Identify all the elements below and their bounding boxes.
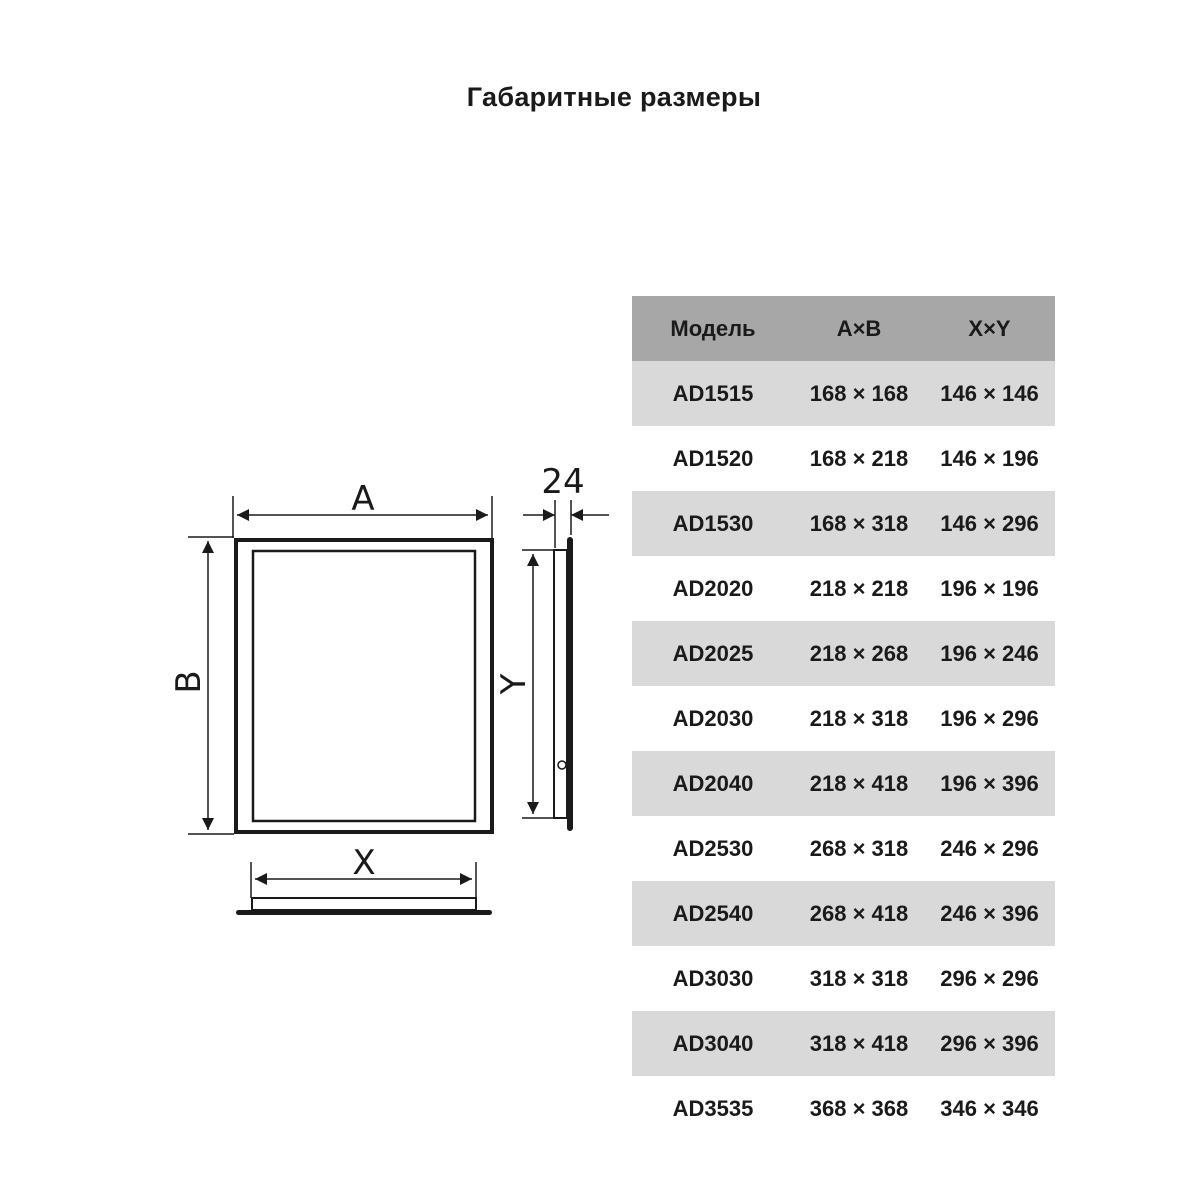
header-model: Модель	[632, 296, 794, 361]
table-row: AD3040 318 × 418 296 × 396	[632, 1011, 1055, 1076]
cell-ab: 368 × 368	[794, 1076, 924, 1141]
table-row: AD3535 368 × 368 346 × 346	[632, 1076, 1055, 1141]
cell-model: AD3040	[632, 1011, 794, 1076]
cell-model: AD1520	[632, 426, 794, 491]
cell-model: AD3030	[632, 946, 794, 1011]
cell-xy: 146 × 146	[924, 361, 1055, 426]
side-view: Y 24	[494, 462, 609, 831]
bottom-view: X	[236, 843, 492, 915]
cell-ab: 168 × 318	[794, 491, 924, 556]
label-x: X	[352, 843, 375, 883]
cell-ab: 268 × 418	[794, 881, 924, 946]
cell-ab: 268 × 318	[794, 816, 924, 881]
cell-ab: 218 × 268	[794, 621, 924, 686]
dimension-drawing: A B X Y 24	[169, 462, 609, 915]
label-depth: 24	[541, 462, 584, 502]
cell-model: AD2025	[632, 621, 794, 686]
cell-ab: 218 × 318	[794, 686, 924, 751]
table-row: AD2530 268 × 318 246 × 296	[632, 816, 1055, 881]
table-row: AD3030 318 × 318 296 × 296	[632, 946, 1055, 1011]
cell-model: AD2030	[632, 686, 794, 751]
side-body	[553, 549, 568, 819]
cell-ab: 218 × 418	[794, 751, 924, 816]
label-y: Y	[494, 673, 534, 695]
front-view	[234, 538, 494, 834]
dimension-b: B	[169, 536, 234, 835]
flange-profile	[236, 910, 492, 915]
header-xy: X×Y	[924, 296, 1055, 361]
table-row: AD1515 168 × 168 146 × 146	[632, 361, 1055, 426]
body-profile	[251, 897, 477, 911]
cell-ab: 168 × 218	[794, 426, 924, 491]
table-row: AD2025 218 × 268 196 × 246	[632, 621, 1055, 686]
cell-ab: 218 × 218	[794, 556, 924, 621]
cell-xy: 146 × 196	[924, 426, 1055, 491]
cell-xy: 246 × 396	[924, 881, 1055, 946]
lock-icon	[557, 760, 567, 770]
cell-model: AD2540	[632, 881, 794, 946]
cell-model: AD3535	[632, 1076, 794, 1141]
cell-xy: 246 × 296	[924, 816, 1055, 881]
label-b: B	[169, 670, 209, 693]
cell-xy: 196 × 196	[924, 556, 1055, 621]
cell-model: AD1530	[632, 491, 794, 556]
dimensions-table: Модель A×B X×Y AD1515 168 × 168 146 × 14…	[632, 296, 1055, 1141]
outer-frame	[234, 538, 494, 834]
cell-ab: 168 × 168	[794, 361, 924, 426]
header-ab: A×B	[794, 296, 924, 361]
page-title: Габаритные размеры	[466, 82, 762, 112]
cell-model: AD2530	[632, 816, 794, 881]
table-row: AD2030 218 × 318 196 × 296	[632, 686, 1055, 751]
cell-xy: 296 × 296	[924, 946, 1055, 1011]
cell-model: AD2040	[632, 751, 794, 816]
dimension-a: A	[232, 479, 493, 538]
cell-xy: 196 × 396	[924, 751, 1055, 816]
table-row: AD2540 268 × 418 246 × 396	[632, 881, 1055, 946]
table-row: AD1530 168 × 318 146 × 296	[632, 491, 1055, 556]
table-header-row: Модель A×B X×Y	[632, 296, 1055, 361]
table-row: AD1520 168 × 218 146 × 196	[632, 426, 1055, 491]
cell-ab: 318 × 418	[794, 1011, 924, 1076]
inner-panel	[251, 549, 477, 823]
table-row: AD2040 218 × 418 196 × 396	[632, 751, 1055, 816]
cell-model: AD2020	[632, 556, 794, 621]
label-a: A	[351, 479, 374, 519]
cell-xy: 346 × 346	[924, 1076, 1055, 1141]
cell-ab: 318 × 318	[794, 946, 924, 1011]
cell-xy: 296 × 396	[924, 1011, 1055, 1076]
side-flange	[567, 537, 573, 831]
table-row: AD2020 218 × 218 196 × 196	[632, 556, 1055, 621]
cell-xy: 196 × 296	[924, 686, 1055, 751]
cell-xy: 146 × 296	[924, 491, 1055, 556]
cell-model: AD1515	[632, 361, 794, 426]
cell-xy: 196 × 246	[924, 621, 1055, 686]
